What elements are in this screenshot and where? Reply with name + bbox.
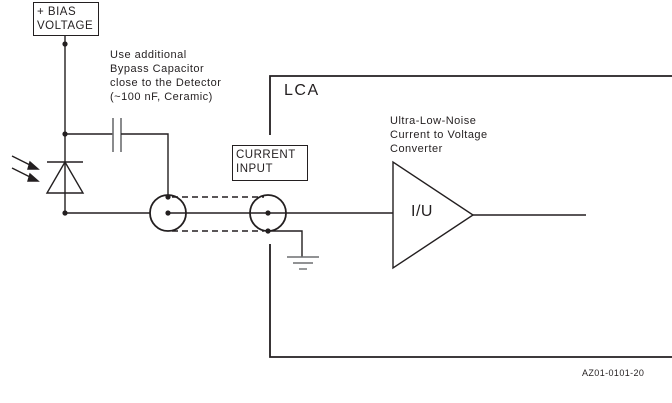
amplifier-triangle bbox=[392, 160, 475, 270]
light-arrows-icon bbox=[11, 155, 40, 182]
lca-housing-top bbox=[269, 75, 672, 135]
junction-dot bbox=[62, 210, 68, 216]
capacitor-lead-right bbox=[121, 133, 169, 197]
ground-icon bbox=[287, 256, 319, 270]
converter-note-line-3: Converter bbox=[390, 143, 443, 155]
junction-dot bbox=[62, 131, 68, 137]
capacitor-note-line-3: close to the Detector bbox=[110, 77, 222, 89]
converter-note-line-1: Ultra-Low-Noise bbox=[390, 115, 477, 127]
amplifier-label: I/U bbox=[411, 203, 433, 220]
capacitor-note-line-2: Bypass Capacitor bbox=[110, 63, 205, 75]
capacitor-note-line-4: (~100 nF, Ceramic) bbox=[110, 91, 213, 103]
converter-note-line-2: Current to Voltage bbox=[390, 129, 488, 141]
junction-dot bbox=[165, 210, 171, 216]
bias-line-2: VOLTAGE bbox=[37, 20, 94, 32]
bias-voltage-box: + BIAS VOLTAGE bbox=[33, 2, 99, 36]
junction-dot bbox=[165, 194, 171, 200]
diode-triangle bbox=[45, 160, 85, 194]
junction-dot bbox=[265, 210, 271, 216]
current-input-line-1: CURRENT bbox=[236, 149, 296, 161]
bias-line-1: + BIAS bbox=[37, 6, 77, 18]
current-input-box: CURRENT INPUT bbox=[232, 145, 308, 181]
current-input-line-2: INPUT bbox=[236, 163, 273, 175]
lca-housing-bottom bbox=[269, 244, 672, 358]
figure-code: AZ01-0101-20 bbox=[582, 368, 645, 378]
junction-dot bbox=[265, 228, 271, 234]
photodiode bbox=[45, 160, 85, 194]
junction-dot bbox=[62, 41, 68, 47]
lca-label: LCA bbox=[284, 82, 320, 99]
ground-wire bbox=[268, 230, 303, 257]
capacitor-note-line-1: Use additional bbox=[110, 49, 187, 61]
